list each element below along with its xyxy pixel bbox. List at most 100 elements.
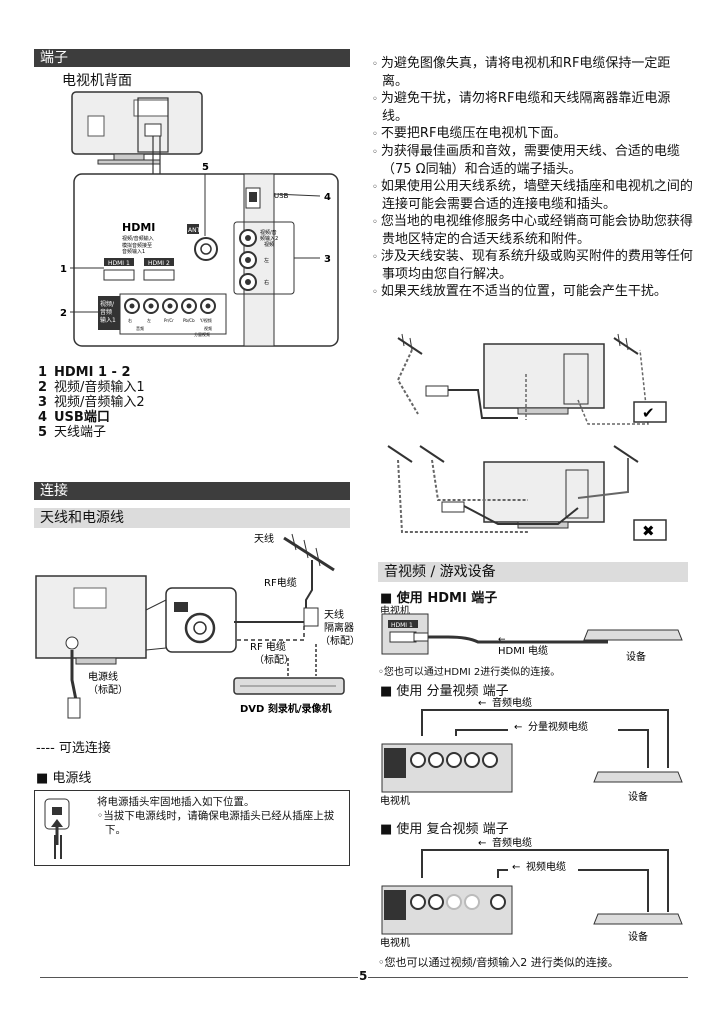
svg-text:音频: 音频 [136, 325, 144, 331]
note-3: 不要把RF电缆压在电视机下面。 [372, 125, 694, 143]
correct-setup-diagram: ✔ [396, 333, 667, 425]
hdmi-cable-label: HDMI 电缆 [498, 644, 548, 657]
svg-text:电源线: 电源线 [88, 670, 118, 683]
composite-connection-diagram: ← 音频电缆 ← 视频电缆 设备 电视机 [380, 836, 683, 949]
hdmi1-label: HDMI 1 [108, 260, 130, 267]
connect-header: 连接 [34, 482, 350, 500]
svg-text:右: 右 [128, 317, 132, 323]
svg-text:（标配）: （标配） [320, 635, 354, 647]
usb-label: USB [274, 192, 289, 200]
audio-cable-label: 音频电缆 [492, 696, 532, 709]
footer-rule-right [368, 977, 688, 978]
svg-text:视频/音: 视频/音 [260, 229, 277, 236]
power-box-text1: 将电源插头牢固地插入如下位置。 [97, 796, 255, 808]
cross-icon: ✖ [642, 522, 655, 540]
optional-connection-legend: ---- 可选连接 [36, 741, 111, 756]
svg-text:输入1: 输入1 [100, 316, 116, 324]
hdmi-port-label: HDMI 1 [391, 622, 413, 629]
tv-label-hdmi: 电视机 [380, 606, 410, 617]
callout-3: 3 [324, 254, 331, 265]
svg-text:音频输入1: 音频输入1 [122, 248, 145, 255]
footer-rule-left [40, 977, 358, 978]
hdmi-note: ◦您也可以通过HDMI 2进行类似的连接。 [378, 667, 561, 678]
antenna-connection-diagram: 天线 RF电缆 天线 隔离器 （标配） RF 电缆 （标配） DVD 刻录机/录… [35, 532, 354, 719]
power-cord-box: 将电源插头牢固地插入如下位置。 ◦当拔下电源线时，请确保电源插头已经从插座上拔下… [34, 790, 350, 866]
note-5: 如果使用公用天线系统，墙壁天线插座和电视机之间的连接可能会需要合适的连接电缆和插… [372, 178, 694, 213]
callout-1: 1 [60, 264, 67, 275]
check-icon: ✔ [642, 404, 655, 422]
svg-text:分量视频: 分量视频 [194, 331, 210, 337]
hdmi-connection-diagram: HDMI 1 ← HDMI 电缆 设备 [381, 613, 683, 663]
dvd-label: DVD 刻录机/录像机 [240, 702, 331, 715]
incorrect-setup-diagram: ✖ [387, 445, 667, 541]
ant-label: ANT [188, 227, 201, 234]
power-box-bullet: ◦当拔下电源线时，请确保电源插头已经从插座上拔下。 [97, 810, 335, 836]
svg-text:Y/视频: Y/视频 [199, 317, 212, 323]
composite-section-title: ■ 使用 复合视频 端子 [380, 822, 509, 837]
rf-cable-label: RF电缆 [264, 576, 297, 589]
note-4: 为获得最佳画质和音效，需要使用天线、合适的电缆（75 Ω同轴）和合适的端子插头。 [372, 143, 694, 178]
svg-text:左: 左 [147, 317, 151, 323]
tv-back-title: 电视机背面 [62, 73, 132, 89]
svg-text:（标配）: （标配） [88, 684, 128, 696]
svg-text:隔离器: 隔离器 [324, 621, 354, 634]
antenna-notes: 为避免图像失真，请将电视机和RF电缆保持一定距离。 为避免干扰，请勿将RF电缆和… [372, 55, 694, 301]
svg-text:天线: 天线 [324, 608, 344, 621]
audio-cable-label-2: 音频电缆 [492, 836, 532, 849]
note-8: 如果天线放置在不适当的位置，可能会产生干扰。 [372, 283, 694, 301]
svg-text:←: ← [478, 838, 486, 849]
note-6: 您当地的电视维修服务中心或经销商可能会协助您获得贵地区特定的合适天线系统和附件。 [372, 213, 694, 248]
av1-jacks [124, 298, 216, 314]
svg-text:模拟音频接至: 模拟音频接至 [122, 242, 152, 249]
tv-back-diagram: USB ANT HDMI 视频/音频输入 模拟音频接至 音频输入1 HDMI 1… [60, 91, 339, 347]
svg-text:←: ← [514, 722, 522, 733]
hdmi-section-title: ■ 使用 HDMI 端子 [380, 591, 498, 606]
av-game-header: 音视频 / 游戏设备 [378, 562, 688, 582]
callout-4: 4 [324, 192, 331, 203]
component-connection-diagram: ← 音频电缆 ← 分量视频电缆 设备 电视机 [380, 696, 683, 807]
component-section-title: ■ 使用 分量视频 端子 [380, 684, 509, 699]
callout-5: 5 [202, 162, 209, 173]
antenna-power-header: 天线和电源线 [34, 508, 350, 528]
svg-text:（标配）: （标配） [254, 654, 294, 666]
svg-text:Pb/Cb: Pb/Cb [183, 318, 195, 323]
power-cord-header: ■ 电源线 [36, 771, 92, 786]
device-label-component: 设备 [628, 790, 648, 803]
svg-text:视频/音频输入: 视频/音频输入 [122, 235, 154, 242]
hdmi2-label: HDMI 2 [148, 260, 170, 267]
antenna-label: 天线 [254, 532, 274, 545]
device-label-composite: 设备 [628, 930, 648, 943]
hdmi-logo: HDMI [122, 221, 155, 234]
svg-text:Pr/Cr: Pr/Cr [164, 318, 174, 323]
svg-text:←: ← [498, 635, 506, 645]
svg-text:视频/: 视频/ [100, 300, 115, 308]
device-label-hdmi: 设备 [626, 650, 646, 663]
terminals-header: 端子 [34, 49, 350, 67]
plug-illustration [44, 798, 70, 859]
svg-text:频输入2: 频输入2 [260, 235, 278, 242]
svg-text:音频: 音频 [100, 308, 112, 316]
note-1: 为避免图像失真，请将电视机和RF电缆保持一定距离。 [372, 55, 694, 90]
composite-note: ◦您也可以通过视频/音频输入2 进行类似的连接。 [378, 956, 619, 969]
svg-text:←: ← [478, 698, 486, 709]
video-cable-label: 视频电缆 [526, 860, 566, 873]
note-2: 为避免干扰，请勿将RF电缆和天线隔离器靠近电源线。 [372, 90, 694, 125]
callout-2: 2 [60, 308, 67, 319]
svg-text:左: 左 [264, 257, 269, 264]
svg-text:视频: 视频 [264, 241, 274, 248]
svg-text:视频: 视频 [204, 325, 212, 331]
svg-text:←: ← [512, 862, 520, 873]
tv-label-component: 电视机 [380, 794, 410, 807]
svg-text:RF 电缆: RF 电缆 [250, 640, 286, 653]
tv-label-composite: 电视机 [380, 936, 410, 949]
component-cable-label: 分量视频电缆 [528, 720, 588, 733]
page-number: 5 [359, 969, 368, 983]
svg-text:右: 右 [264, 279, 269, 286]
note-7: 涉及天线安装、现有系统升级或购买附件的费用等任何事项均由您自行解决。 [372, 248, 694, 283]
